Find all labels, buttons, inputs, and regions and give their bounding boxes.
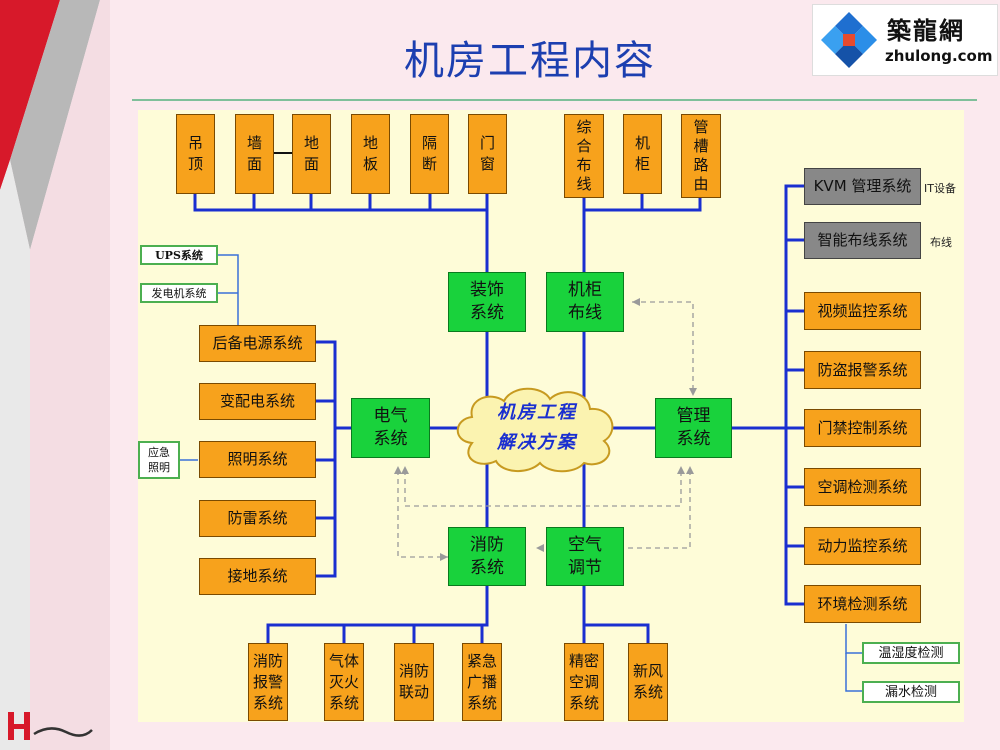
item-grounding: 接地系统	[199, 558, 316, 595]
note-it-equipment: IT设备	[924, 182, 956, 195]
item-fresh-air: 新风 系统	[628, 643, 668, 721]
hub-decoration-system: 装饰 系统	[448, 272, 526, 332]
logo-cn: 築龍網	[887, 16, 965, 45]
item-backup-power: 后备电源系统	[199, 325, 316, 362]
item-wall: 墙 面	[235, 114, 274, 194]
item-emergency-broadcast: 紧急 广播 系统	[462, 643, 502, 721]
item-floor: 地 面	[292, 114, 331, 194]
item-intrusion-alarm: 防盗报警系统	[804, 351, 921, 389]
item-ceiling: 吊 顶	[176, 114, 215, 194]
item-power-distribution: 变配电系统	[199, 383, 316, 420]
item-environment-monitoring: 环境检测系统	[804, 585, 921, 623]
item-access-control: 门禁控制系统	[804, 409, 921, 447]
item-fire-alarm: 消防 报警 系统	[248, 643, 288, 721]
item-lighting: 照明系统	[199, 441, 316, 478]
cross-logo-icon	[821, 12, 877, 68]
page-title: 机房工程内容	[404, 38, 656, 84]
item-structured-cabling: 综 合 布 线	[564, 114, 604, 198]
hub-management-system: 管理 系统	[655, 398, 732, 458]
item-raised-floor: 地 板	[351, 114, 390, 194]
tag-ups: UPS系统	[140, 245, 218, 265]
item-rack: 机 柜	[623, 114, 662, 194]
brand-h-logo	[8, 712, 93, 740]
tag-emergency-lighting: 应急 照明	[138, 441, 180, 479]
item-partition: 隔 断	[410, 114, 449, 194]
item-smart-cabling: 智能布线系统	[804, 222, 921, 259]
center-label-line1: 机房工程	[497, 402, 577, 423]
wall-floor-link	[274, 152, 292, 154]
title-divider	[132, 99, 977, 101]
item-gas-suppression: 气体 灭火 系统	[324, 643, 364, 721]
tag-water-leak: 漏水检测	[862, 681, 960, 703]
hub-cabinet-cabling: 机柜 布线	[546, 272, 624, 332]
tag-generator: 发电机系统	[140, 283, 218, 303]
item-precision-ac: 精密 空调 系统	[564, 643, 604, 721]
hub-air-conditioning: 空气 调节	[546, 527, 624, 586]
item-door-window: 门 窗	[468, 114, 507, 194]
item-fire-linkage: 消防 联动	[394, 643, 434, 721]
item-kvm: KVM 管理系统	[804, 168, 921, 205]
hub-electric-system: 电气 系统	[351, 398, 430, 458]
tag-temp-humidity: 温湿度检测	[862, 642, 960, 664]
item-video-surveillance: 视频监控系统	[804, 292, 921, 330]
item-cable-tray: 管 槽 路 由	[681, 114, 721, 198]
item-lightning-protection: 防雷系统	[199, 500, 316, 537]
left-stripe-decoration	[0, 0, 110, 750]
center-label-line2: 解决方案	[497, 432, 577, 453]
logo-en: zhulong.com	[885, 47, 993, 65]
center-cloud	[456, 387, 614, 473]
zhulong-logo: 築龍網 zhulong.com	[812, 4, 998, 76]
note-cabling: 布线	[930, 236, 952, 249]
hub-fire-system: 消防 系统	[448, 527, 526, 586]
item-ac-monitoring: 空调检测系统	[804, 468, 921, 506]
item-power-monitoring: 动力监控系统	[804, 527, 921, 565]
